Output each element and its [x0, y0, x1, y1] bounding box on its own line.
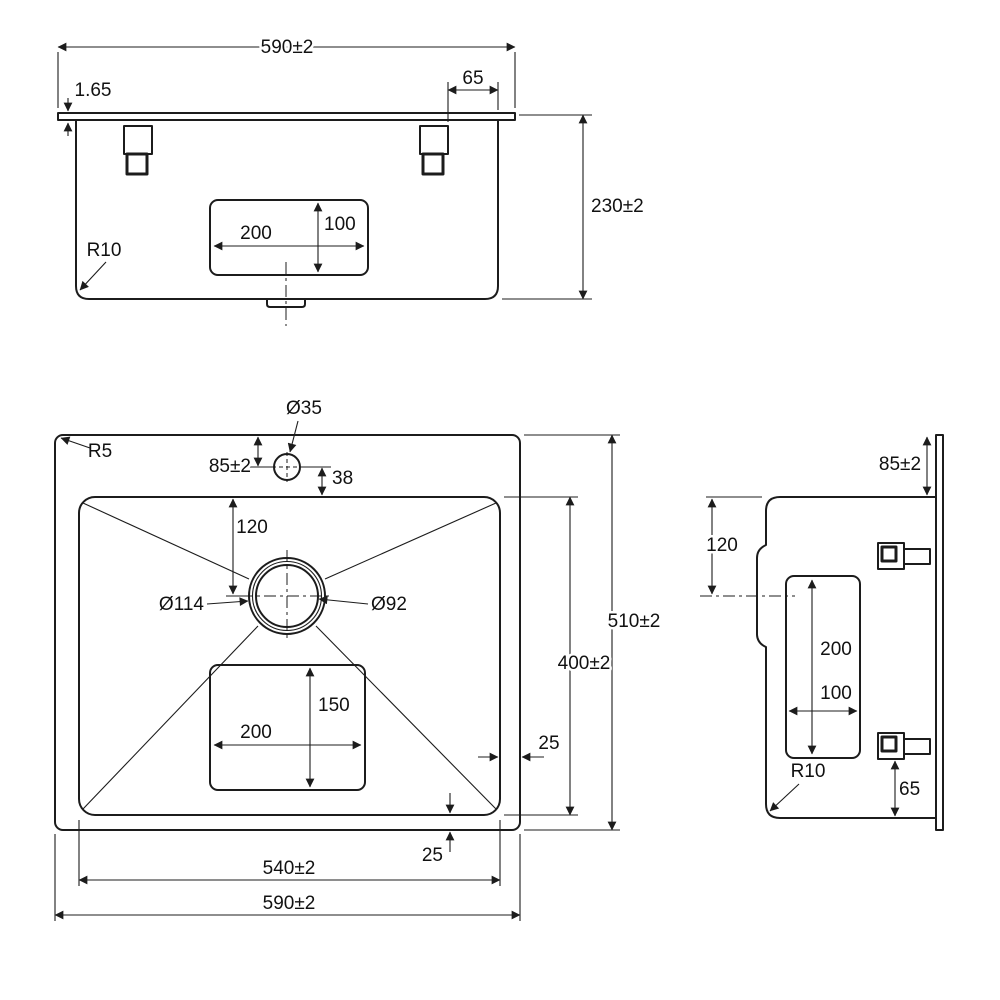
leader-drain-outer — [206, 597, 249, 606]
side-clip-offset-label: 65 — [899, 779, 920, 800]
plan-bowl-outline — [78, 496, 501, 816]
front-box-width-label: 200 — [240, 223, 272, 244]
front-clip-offset-label: 65 — [462, 68, 483, 89]
plan-edge-gap-right-label: 25 — [538, 733, 559, 754]
plan-bowl-depth-label: 400±2 — [558, 653, 611, 674]
side-clip2-inner — [880, 735, 898, 753]
front-body-outline — [75, 120, 499, 300]
leader-front-r10 — [79, 261, 107, 291]
plan-overall-depth-label: 510±2 — [608, 611, 661, 632]
plan-bowl-width-label: 540±2 — [263, 858, 316, 879]
side-corner-radius-label: R10 — [791, 761, 826, 782]
front-left-clip-inner — [125, 152, 149, 176]
plan-drain-outer-label: Ø114 — [159, 594, 205, 615]
plan-faucet-from-top-label: 85±2 — [209, 456, 251, 477]
front-drain-stub — [266, 299, 306, 308]
leader-side-r10 — [769, 783, 800, 812]
plan-overall-width-label: 590±2 — [263, 893, 316, 914]
plan-box-height-label: 150 — [318, 695, 350, 716]
leader-faucet-dia — [287, 420, 299, 453]
plan-faucet-to-bowl-label: 38 — [332, 468, 353, 489]
bowl-diagonal-br — [315, 625, 497, 810]
front-drain-box — [209, 199, 369, 276]
front-box-height-label: 100 — [324, 214, 356, 235]
side-drain-offset-label: 120 — [706, 535, 738, 556]
plan-drain-box — [209, 664, 366, 791]
plan-edge-gap-bottom-label: 25 — [422, 845, 443, 866]
bowl-diagonal-bl — [82, 625, 259, 810]
plan-drain-offset-label: 120 — [236, 517, 268, 538]
leader-drain-inner — [318, 595, 369, 605]
side-box-width-label: 100 — [820, 683, 852, 704]
bowl-diagonal-tr — [324, 502, 497, 580]
bowl-diagonal-tl — [82, 502, 250, 580]
side-clip2-tab — [903, 738, 931, 755]
front-rim-outline — [57, 112, 516, 121]
plan-view: R5 Ø35 85±2 38 120 Ø114 Ø92 200 150 25 — [54, 396, 663, 921]
front-overall-width-label: 590±2 — [261, 37, 314, 58]
side-view: 85±2 120 200 100 R10 65 — [700, 434, 944, 831]
plan-corner-radius-label: R5 — [88, 441, 112, 462]
plan-drain-inner-label: Ø92 — [371, 594, 407, 615]
front-left-clip-outer — [123, 125, 153, 155]
side-rim-offset-label: 85±2 — [879, 454, 921, 475]
side-box-height-label: 200 — [820, 639, 852, 660]
plan-faucet-dia-label: Ø35 — [286, 398, 322, 419]
side-clip1-inner — [880, 545, 898, 563]
front-view: 590±2 65 1.65 200 100 R10 230±2 — [57, 35, 646, 326]
side-drain-box — [785, 575, 861, 759]
leader-plan-r5 — [60, 436, 91, 449]
side-flange-outline — [935, 434, 944, 831]
front-right-clip-outer — [419, 125, 449, 155]
front-height-label: 230±2 — [591, 196, 644, 217]
front-right-clip-inner — [421, 152, 445, 176]
side-clip1-tab — [903, 548, 931, 565]
front-corner-radius-label: R10 — [87, 240, 122, 261]
plan-outer-outline — [54, 434, 521, 831]
plan-box-width-label: 200 — [240, 722, 272, 743]
front-rim-thickness-label: 1.65 — [75, 80, 112, 101]
